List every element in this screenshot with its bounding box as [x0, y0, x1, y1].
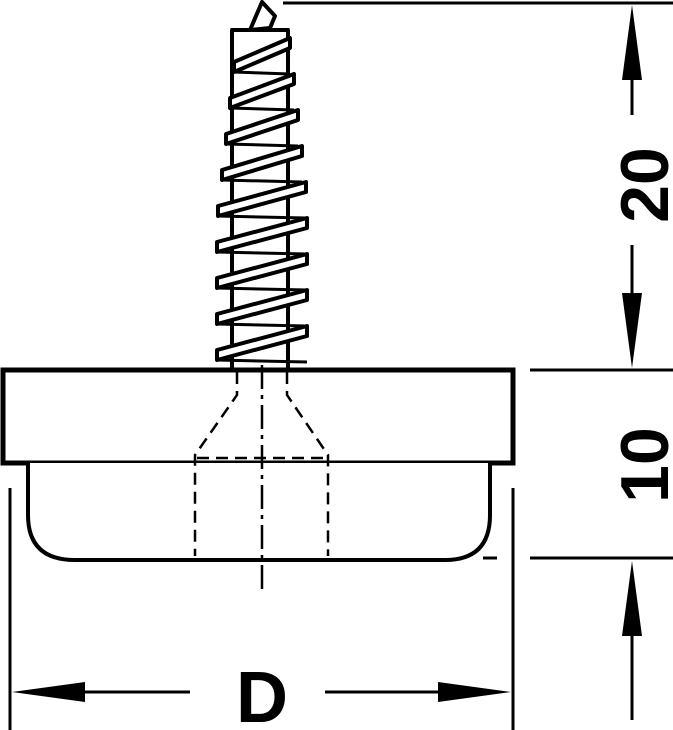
arrow-up-icon — [622, 561, 642, 636]
screw-thread — [215, 252, 309, 290]
screw-thread-back — [233, 70, 291, 76]
screw-thread — [215, 216, 309, 254]
arrow-up-icon — [622, 5, 642, 80]
dimension-label-20: 20 — [607, 147, 673, 223]
dimension-10 — [483, 556, 673, 720]
screw-thread-back — [229, 106, 295, 112]
screw — [215, 0, 309, 372]
arrow-right-icon — [438, 682, 511, 702]
screw-thread — [220, 144, 304, 182]
screw-thread — [215, 324, 309, 362]
screw-thread — [228, 72, 296, 110]
screw-thread-back — [216, 286, 308, 292]
arrow-down-icon — [622, 293, 642, 368]
dimension-d — [8, 488, 515, 730]
screw-thread-back — [221, 178, 303, 184]
screw-thread-back — [225, 142, 299, 148]
screw-thread-back — [216, 322, 308, 328]
dimension-label-10: 10 — [607, 427, 673, 503]
glide-plate — [0, 367, 516, 466]
screw-thread-back — [217, 214, 307, 220]
arrow-left-icon — [12, 682, 85, 702]
glide-cup — [26, 463, 492, 562]
screw-tip — [248, 0, 277, 32]
screw-thread — [224, 108, 300, 146]
screw-thread — [216, 180, 308, 218]
screw-thread-back — [216, 250, 308, 256]
dimension-label-d: D — [236, 658, 288, 730]
screw-thread — [232, 36, 292, 74]
dimension-20 — [283, 1, 673, 372]
screw-thread — [215, 288, 309, 326]
screw-thread-back — [216, 358, 308, 364]
